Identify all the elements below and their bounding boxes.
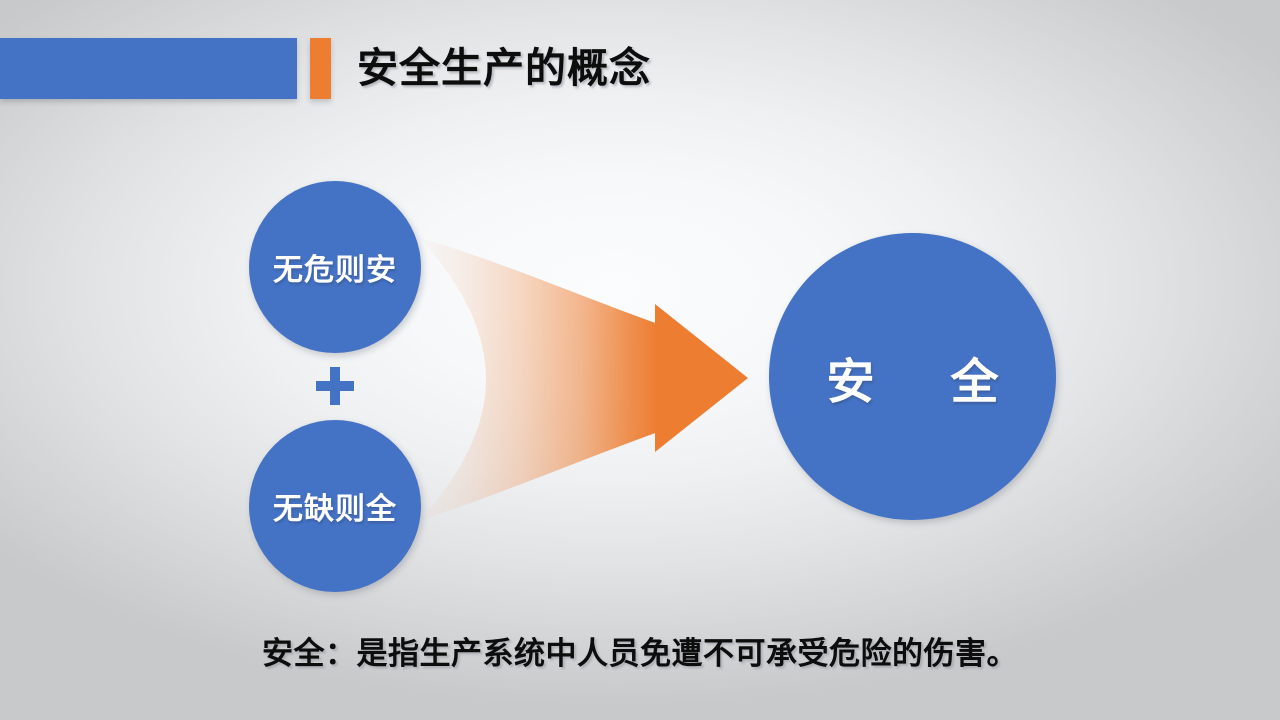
input-node-2[interactable]: 无缺则全 [249,420,421,592]
converging-arrow-icon [420,238,748,520]
input-node-1-label: 无危则安 [273,254,397,287]
plus-icon [316,367,354,405]
arrow-tail [420,238,658,520]
arrow-head [655,304,748,452]
output-node[interactable]: 安 全 [769,233,1056,520]
input-node-1[interactable]: 无危则安 [249,181,421,353]
header-orange-accent-bar [310,38,331,99]
slide-header: 安全生产的概念 [0,0,1280,130]
output-node-label: 安 全 [826,355,1013,409]
plus-icon-vertical [330,367,340,405]
definition-caption: 安全：是指生产系统中人员免遭不可承受危险的伤害。 [262,636,1018,671]
header-blue-accent-bar [0,38,297,99]
page-title: 安全生产的概念 [357,45,651,91]
input-node-2-label: 无缺则全 [273,493,397,526]
